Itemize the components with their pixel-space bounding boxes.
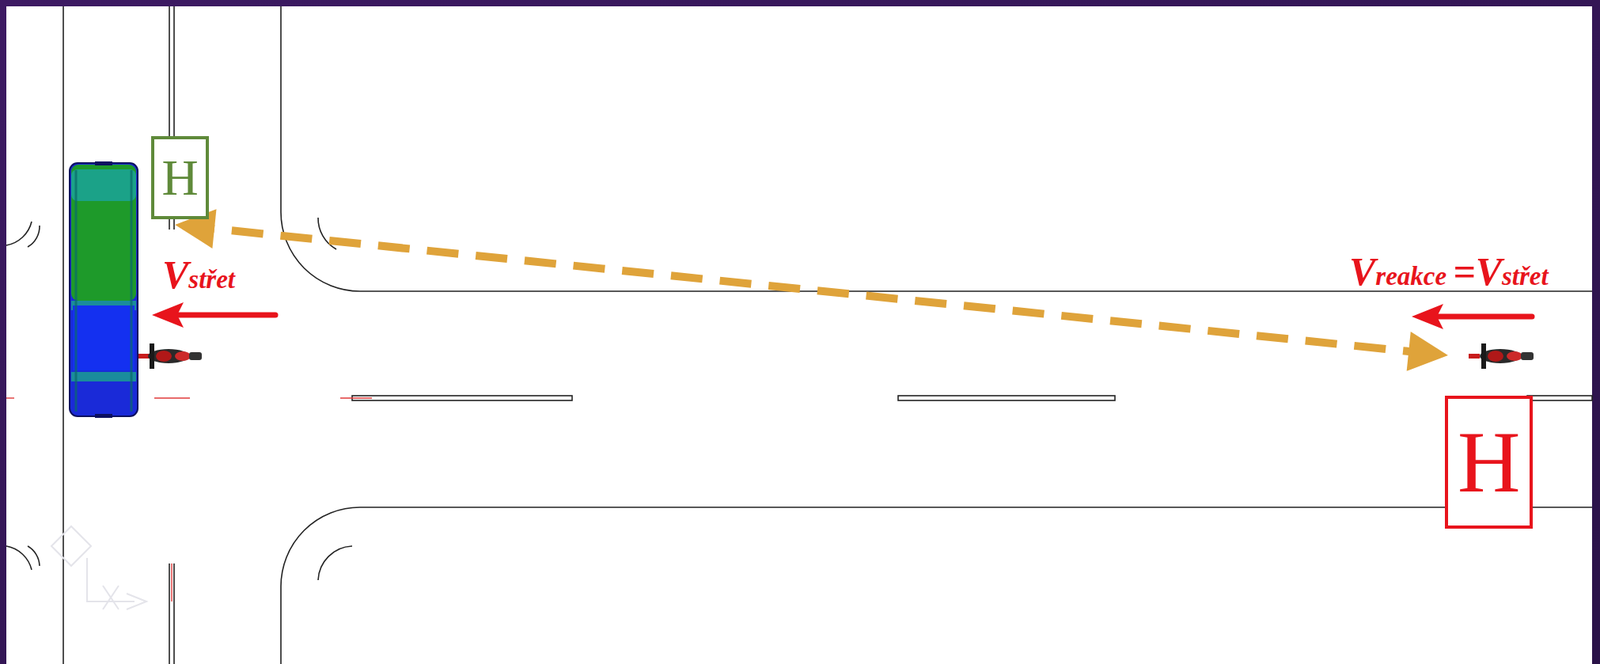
velocity-label: Vreakce=Vstřet [1349,248,1549,295]
velocity-symbol: =V [1452,249,1502,294]
velocity-arrow [151,302,276,328]
velocity-subscript: střet [1501,261,1549,291]
velocity-label: Vstřet [162,251,236,298]
motorbike [1468,343,1534,369]
box-letter: H [161,152,198,204]
box-letter: H [1457,418,1521,506]
red-markings [6,398,372,602]
velocity-symbol: V [162,252,189,297]
road-ground [6,6,1593,664]
letter-box: H [151,136,209,220]
velocity-subscript: reakce [1375,261,1447,291]
motorbike [138,343,202,369]
velocity-arrow [1411,303,1532,330]
letter-box: H [1444,395,1533,529]
road-edges [6,6,1593,664]
bus [69,161,138,418]
axes-watermark [51,526,147,610]
velocity-subscript: střet [188,265,236,294]
velocity-symbol: V [1349,249,1376,294]
dashed-distance-arrow [182,225,1441,355]
